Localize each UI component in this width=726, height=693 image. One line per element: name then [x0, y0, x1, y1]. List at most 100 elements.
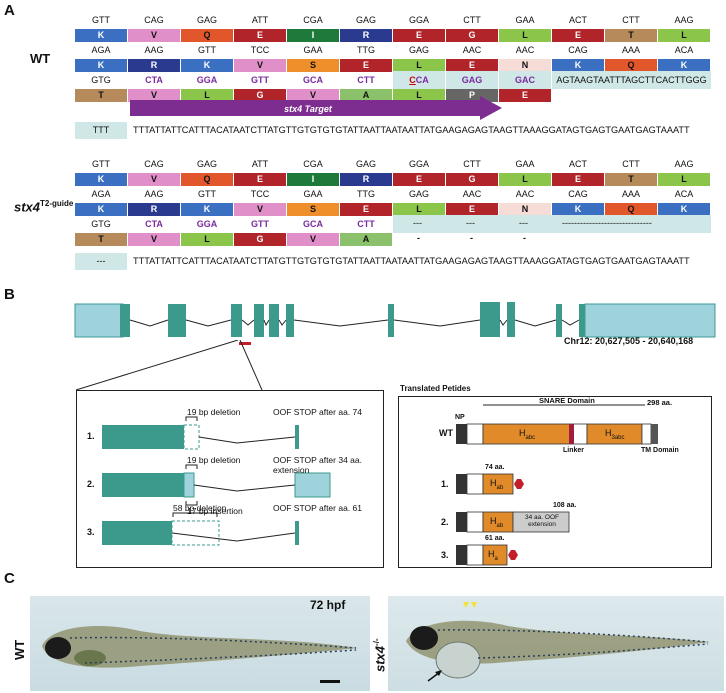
codon-triplet: GAG: [408, 45, 429, 55]
amino-acid-e: E: [552, 29, 604, 42]
wt-length-label: 298 aa.: [647, 398, 673, 407]
codon-cell: GGA E: [393, 11, 445, 43]
codon-triplet: AGA: [91, 189, 111, 199]
deletion-region: [393, 215, 711, 233]
amino-acid-q: Q: [181, 29, 233, 42]
amino-acid-v: V: [128, 233, 180, 246]
codon-triplet: AAC: [515, 189, 535, 199]
mutant-label: stx4T2-guide: [14, 199, 74, 215]
codon-triplet: CTA: [145, 219, 163, 229]
allele-2-stop: OOF STOP after 34 aa. extension: [273, 455, 362, 475]
amino-acid-v: V: [128, 173, 180, 186]
deleted-amino-acid: -: [417, 233, 420, 243]
deletion-dash: ---: [466, 218, 475, 228]
codon-triplet: GAC: [499, 71, 551, 89]
amino-acid-r: R: [128, 59, 180, 72]
codon-triplet: ATT: [251, 15, 269, 25]
peptide-3-length: 61 aa.: [485, 535, 505, 542]
zoom-lines: [75, 340, 263, 391]
amino-acid-q: Q: [605, 203, 657, 216]
peptide-2-extension: 34 aa. OOF extension: [525, 514, 559, 528]
codon-triplet: GAG: [196, 159, 217, 169]
amino-acid-e: E: [446, 203, 498, 216]
mutant-larva-photo: [388, 596, 724, 691]
wt-label: WT: [30, 51, 51, 66]
peptide-1-hab: Hab: [490, 478, 504, 491]
amino-acid-k: K: [658, 59, 710, 72]
codon-triplet: AAG: [144, 189, 164, 199]
codon-cell: ACT E: [552, 11, 604, 43]
codon-triplet: GGA: [408, 15, 429, 25]
h3abc-label: H3abc: [605, 428, 625, 441]
amino-acid-e: E: [340, 59, 392, 72]
amino-acid-e: E: [499, 89, 551, 102]
amino-acid-e: E: [393, 29, 445, 42]
amino-acid-a: A: [340, 89, 392, 102]
amino-acid-l: L: [499, 29, 551, 42]
codon-triplet: GAA: [515, 15, 535, 25]
peptide-2-length: 108 aa.: [553, 502, 577, 509]
peptide-1-number: 1.: [441, 479, 449, 489]
codon-triplet: CCA: [393, 71, 445, 89]
panel-letter-b: B: [4, 286, 15, 303]
amino-acid-e: E: [340, 203, 392, 216]
codon-triplet: CAG: [568, 189, 588, 199]
amino-acid-v: V: [128, 29, 180, 42]
wt-larva-label: WT: [12, 639, 27, 660]
amino-acid-g: G: [234, 89, 286, 102]
amino-acid-q: Q: [181, 173, 233, 186]
mutated-base: C: [409, 75, 416, 85]
amino-acid-g: G: [446, 173, 498, 186]
amino-acid-l: L: [181, 233, 233, 246]
amino-acid-l: L: [393, 203, 445, 216]
allele-detail-box: 1. 19 bp deletion OOF STOP after aa. 74 …: [76, 390, 384, 568]
amino-acid-k: K: [181, 203, 233, 216]
codon-triplet: CTT: [622, 15, 640, 25]
tm-domain-label: TM Domain: [641, 447, 679, 454]
amino-acid-k: K: [658, 203, 710, 216]
amino-acid-k: K: [75, 173, 127, 186]
codon-triplet: CAG: [144, 15, 164, 25]
codon-triplet: CTT: [357, 219, 375, 229]
codon-triplet: ACT: [569, 15, 587, 25]
splice-tail-sequence: AGTAAGTAATTTAGCTTCACTTGGG: [552, 71, 711, 89]
codon-triplet: TCC: [250, 45, 270, 55]
codon-triplet: CAG: [568, 45, 588, 55]
allele-1-stop: OOF STOP after aa. 74: [273, 407, 362, 417]
codon-triplet: AAA: [621, 45, 640, 55]
amino-acid-e: E: [393, 173, 445, 186]
allele-2-deletion: 19 bp deletion: [187, 455, 241, 465]
peptides-title: Translated Petides: [400, 384, 471, 393]
amino-acid-t: T: [75, 233, 127, 246]
mutant-larva-label: stx4-/-: [372, 638, 388, 672]
wt-intron-box: TTT: [75, 122, 127, 139]
amino-acid-q: Q: [605, 59, 657, 72]
codon-triplet: AAC: [462, 45, 482, 55]
amino-acid-e: E: [234, 29, 286, 42]
wt-peptide-label: WT: [439, 428, 453, 438]
allele-2-insertion: 17 bp insertion: [187, 506, 243, 516]
amino-acid-v: V: [128, 89, 180, 102]
